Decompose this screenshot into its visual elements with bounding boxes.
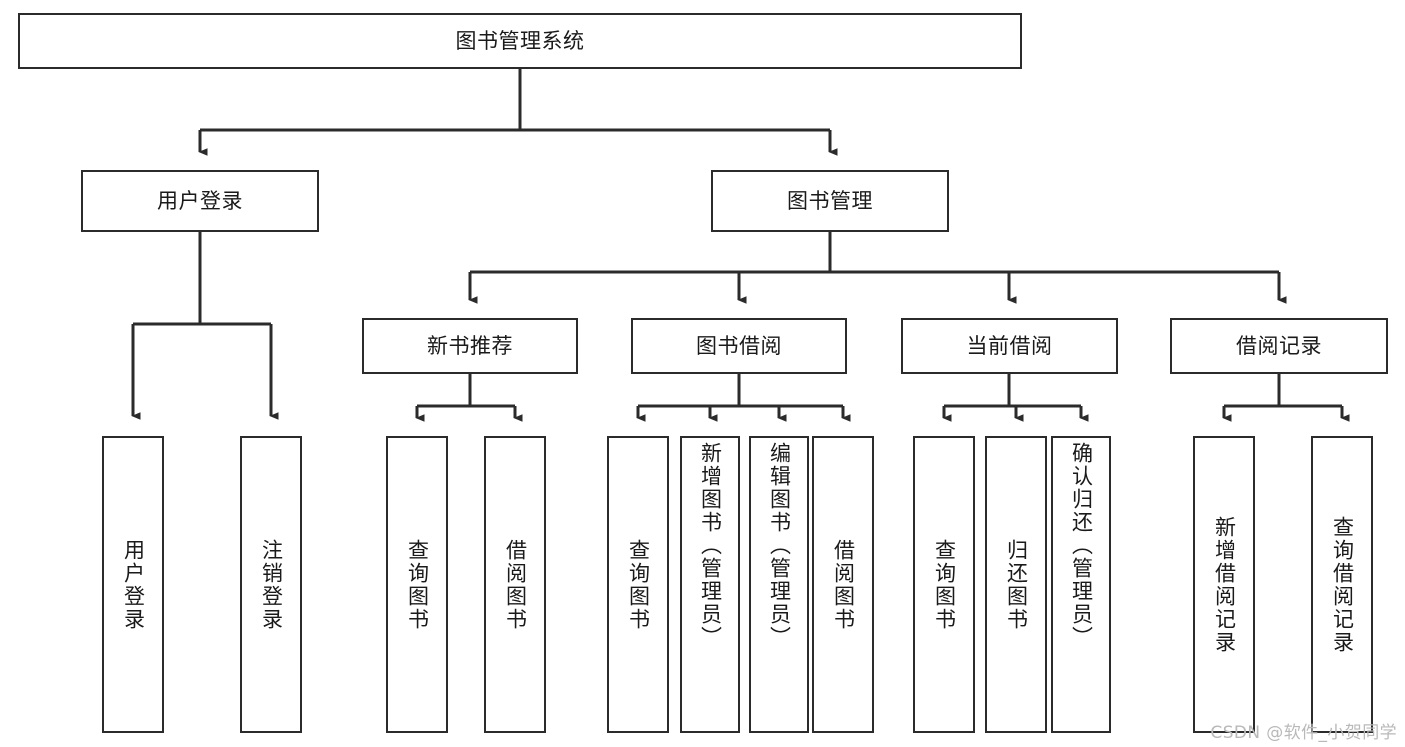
node-leaf-edit-book-label: 编辑图书（管理员） bbox=[767, 442, 792, 649]
node-leaf-borrow-book-2[interactable]: 借阅图书 bbox=[812, 436, 874, 733]
node-leaf-add-record-label: 新增借阅记录 bbox=[1212, 515, 1237, 654]
node-leaf-add-book-label: 新增图书（管理员） bbox=[698, 442, 723, 649]
node-leaf-return-book-label: 归还图书 bbox=[1004, 538, 1029, 631]
node-leaf-borrow-book-1-label: 借阅图书 bbox=[503, 538, 528, 631]
node-leaf-user-logout-label: 注销登录 bbox=[259, 538, 284, 631]
node-leaf-borrow-book-2-label: 借阅图书 bbox=[831, 538, 856, 631]
node-leaf-query-book-3[interactable]: 查询图书 bbox=[913, 436, 975, 733]
node-leaf-return-book[interactable]: 归还图书 bbox=[985, 436, 1047, 733]
node-leaf-query-book-1[interactable]: 查询图书 bbox=[386, 436, 448, 733]
watermark-text: CSDN @软件_小贺同学 bbox=[1210, 723, 1397, 743]
node-user-login-label: 用户登录 bbox=[157, 188, 243, 213]
node-leaf-add-book[interactable]: 新增图书（管理员） bbox=[680, 436, 740, 733]
node-leaf-user-login-label: 用户登录 bbox=[121, 538, 146, 631]
node-new-book-recommend[interactable]: 新书推荐 bbox=[362, 318, 578, 374]
node-leaf-edit-book[interactable]: 编辑图书（管理员） bbox=[749, 436, 809, 733]
node-new-book-recommend-label: 新书推荐 bbox=[427, 333, 513, 358]
node-leaf-query-book-1-label: 查询图书 bbox=[405, 538, 430, 631]
node-current-borrow[interactable]: 当前借阅 bbox=[901, 318, 1118, 374]
node-book-manage-label: 图书管理 bbox=[787, 188, 873, 213]
node-leaf-confirm-return[interactable]: 确认归还（管理员） bbox=[1051, 436, 1111, 733]
node-book-manage[interactable]: 图书管理 bbox=[711, 170, 949, 232]
node-leaf-confirm-return-label: 确认归还（管理员） bbox=[1069, 442, 1094, 649]
node-borrow-record-label: 借阅记录 bbox=[1236, 333, 1322, 358]
node-book-borrow-label: 图书借阅 bbox=[696, 333, 782, 358]
node-root[interactable]: 图书管理系统 bbox=[18, 13, 1022, 69]
node-borrow-record[interactable]: 借阅记录 bbox=[1170, 318, 1388, 374]
node-user-login[interactable]: 用户登录 bbox=[81, 170, 319, 232]
node-leaf-query-record-label: 查询借阅记录 bbox=[1330, 515, 1355, 654]
node-leaf-user-logout[interactable]: 注销登录 bbox=[240, 436, 302, 733]
node-leaf-user-login[interactable]: 用户登录 bbox=[102, 436, 164, 733]
node-leaf-query-book-3-label: 查询图书 bbox=[932, 538, 957, 631]
node-current-borrow-label: 当前借阅 bbox=[966, 333, 1053, 358]
node-leaf-query-record[interactable]: 查询借阅记录 bbox=[1311, 436, 1373, 733]
node-leaf-query-book-2-label: 查询图书 bbox=[626, 538, 651, 631]
node-book-borrow[interactable]: 图书借阅 bbox=[631, 318, 847, 374]
node-leaf-query-book-2[interactable]: 查询图书 bbox=[607, 436, 669, 733]
node-leaf-borrow-book-1[interactable]: 借阅图书 bbox=[484, 436, 546, 733]
node-leaf-add-record[interactable]: 新增借阅记录 bbox=[1193, 436, 1255, 733]
node-root-label: 图书管理系统 bbox=[455, 28, 585, 53]
